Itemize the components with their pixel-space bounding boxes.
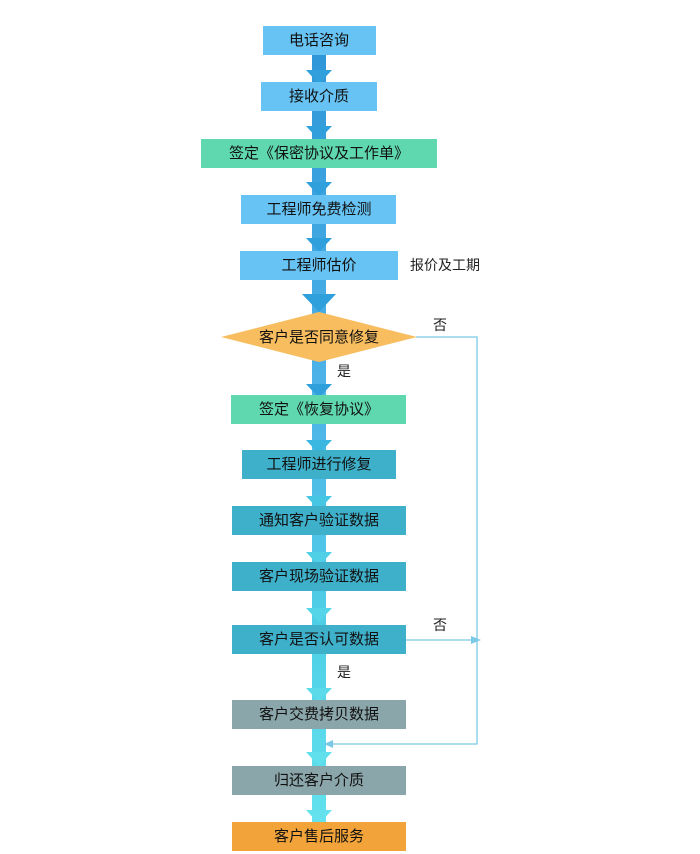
step-box [232,766,406,795]
label-yes-1: 是 [337,364,351,380]
step-estimate: 工程师估价 [240,251,398,280]
arrow-down-3 [306,182,332,196]
step-label: 电话咨询 [289,31,349,49]
step-notify: 通知客户验证数据 [232,506,406,535]
arrow-down-8 [306,496,332,510]
step-agreement1: 签定《保密协议及工作单》 [201,139,437,168]
arrow-down-7 [306,440,332,454]
step-box [232,562,406,591]
step-box [232,506,406,535]
decision-agree-repair: 客户是否同意修复 [221,312,417,362]
step-repair: 工程师进行修复 [242,450,396,479]
step-label: 签定《保密协议及工作单》 [229,144,409,162]
step-label: 工程师免费检测 [266,200,371,218]
step-box [241,195,396,224]
step-label: 客户现场验证数据 [259,567,379,585]
step-receive: 接收介质 [261,82,377,111]
decision-accept-data: 客户是否认可数据 [232,625,406,654]
label-no-2: 否 [433,618,447,634]
step-copy: 客户交费拷贝数据 [232,700,406,729]
connector-arrowhead-left [324,740,333,748]
arrow-down-1 [306,70,332,84]
step-box [232,625,406,654]
rejection-connector [330,336,478,745]
step-label: 归还客户介质 [274,771,364,789]
step-verify: 客户现场验证数据 [232,562,406,591]
arrow-down-12 [306,752,332,766]
connector-no-decision1 [330,336,478,745]
step-label: 工程师进行修复 [266,455,371,473]
step-label: 签定《恢复协议》 [259,400,379,418]
arrowheads [302,70,336,824]
label-no-1: 否 [433,318,447,334]
step-box [232,822,406,851]
step-box [231,395,406,424]
step-return: 归还客户介质 [232,766,406,795]
step-label: 客户交费拷贝数据 [259,705,379,723]
step-box [263,26,376,55]
label-yes-2: 是 [337,665,351,681]
step-label: 工程师估价 [281,256,356,274]
step-service: 客户售后服务 [232,822,406,851]
step-label: 客户售后服务 [274,827,364,845]
arrow-down-5 [302,294,336,312]
decision-label: 客户是否同意修复 [259,328,379,346]
step-agreement2: 签定《恢复协议》 [231,395,406,424]
step-box [201,139,437,168]
arrow-down-2 [306,126,332,140]
step-box [261,82,377,111]
step-box [240,251,398,280]
arrow-down-13 [306,810,332,824]
decision-label: 客户是否认可数据 [259,630,379,648]
step-inspect: 工程师免费检测 [241,195,396,224]
arrow-down-6 [306,384,332,398]
decision-diamond [221,312,417,362]
arrow-down-11 [306,688,332,702]
step-phone: 电话咨询 [263,26,376,55]
note-quote: 报价及工期 [410,258,480,274]
arrow-down-10 [306,608,332,622]
connector-arrowhead-right [471,636,481,644]
step-label: 通知客户验证数据 [259,511,379,529]
arrow-down-9 [306,552,332,566]
step-box [232,700,406,729]
arrow-down-4 [306,238,332,252]
step-label: 接收介质 [289,87,349,105]
step-box [242,450,396,479]
